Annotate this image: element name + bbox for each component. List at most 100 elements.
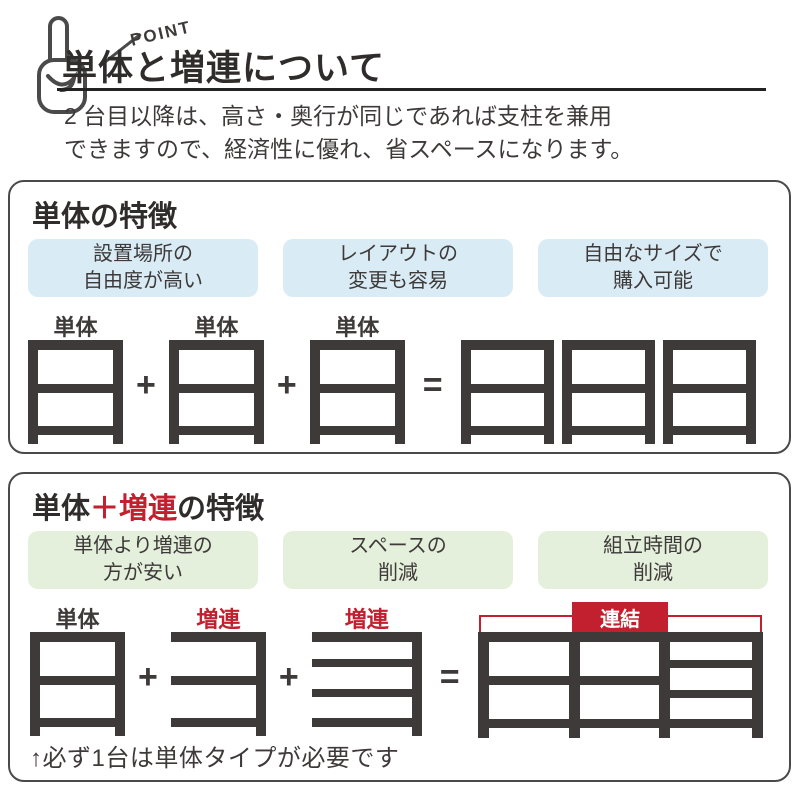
standalone-shelf-diagram <box>28 340 123 444</box>
addon-title-black-1: 単体 <box>32 493 91 525</box>
shelf-top-bar <box>28 340 123 350</box>
equals-operator: = <box>422 366 443 404</box>
standalone-section-title: 単体の特徴 <box>32 201 178 233</box>
shelf-post-3 <box>658 632 670 738</box>
shelf-top-bar <box>309 340 405 350</box>
shelf-right-post <box>543 340 554 444</box>
addon-title-black-2: の特徴 <box>177 493 265 525</box>
plus-operator: + <box>136 366 156 404</box>
shelf-middle-bar <box>30 676 125 685</box>
standalone-shelf-diagram <box>460 340 554 444</box>
standalone-result-group <box>460 340 756 444</box>
shelf-top-bar <box>311 632 422 642</box>
addon-title-red: ＋増連 <box>90 493 178 525</box>
plus-operator: + <box>278 658 299 696</box>
shelf-right-post <box>253 340 264 444</box>
unit-label: 増連 <box>344 607 389 632</box>
standalone-shelf-diagram <box>30 632 125 736</box>
link-badge: 連結 <box>572 602 669 633</box>
shelf-left-post <box>309 340 320 444</box>
feature-free-size-purchase: 自由なサイズで 購入可能 <box>538 239 768 297</box>
addon-shelf-diagram <box>170 632 266 736</box>
shelf-middle-bar <box>168 384 264 393</box>
shelf-bottom-bar <box>30 718 125 727</box>
combined-shelf-result: 連結 <box>477 602 763 738</box>
addon-shelf-diagram <box>311 632 422 736</box>
standalone-shelf-diagram <box>662 340 756 444</box>
shelf-left-post <box>460 340 471 444</box>
page-title: 単体と増連について <box>62 49 385 88</box>
feature-placement-freedom: 設置場所の 自由度が高い <box>28 239 258 297</box>
shelf-right-post <box>113 340 123 444</box>
shelf-bay3-upper-bar <box>658 660 763 668</box>
shelf-bottom-bar <box>168 426 264 435</box>
shelf-right-post <box>411 632 422 736</box>
unit-label: 単体 <box>335 315 380 340</box>
shelf-upper-middle-bar <box>311 659 422 667</box>
shelf-top-bar <box>561 340 655 350</box>
pointing-hand-icon <box>37 16 87 114</box>
shelf-bottom-bar <box>662 426 756 435</box>
shelf-middle-bar <box>561 384 655 393</box>
shelf-top-bar <box>30 632 125 642</box>
feature-assembly-time-saving: 組立時間の 削減 <box>538 531 768 589</box>
plus-operator: + <box>138 658 158 696</box>
plus-operator: + <box>276 366 297 404</box>
shelf-bottom-bar <box>460 426 554 435</box>
shelf-top-bar <box>662 340 756 350</box>
equals-operator: = <box>439 658 460 696</box>
shelf-top-bar <box>460 340 554 350</box>
shelf-lower-middle-bar <box>311 689 422 697</box>
shelf-right-post <box>115 632 125 736</box>
description-text: 2 台目以降は、高さ・奥行が同じであれば支柱を兼用 できますので、経済性に優れ、… <box>64 100 633 167</box>
feature-easy-layout-change: レイアウトの 変更も容易 <box>283 239 513 297</box>
combined-shelf-diagram <box>477 632 763 738</box>
standalone-section-panel: 単体の特徴 設置場所の 自由度が高い レイアウトの 変更も容易 自由なサイズで … <box>8 180 791 454</box>
standalone-shelf-diagram <box>309 340 405 444</box>
shelf-bottom-bar <box>477 719 763 728</box>
shelf-post-4 <box>751 632 763 738</box>
unit-label: 単体 <box>53 315 98 340</box>
shelf-left-post <box>561 340 572 444</box>
shelf-middle-bar <box>170 676 266 685</box>
shelf-right-post <box>745 340 756 444</box>
addon-equation-unit-standalone: 単体 <box>30 602 125 736</box>
addon-section-panel: 単体＋増連の特徴 単体より増連の 方が安い スペースの 削減 組立時間の 削減 … <box>8 472 791 782</box>
shelf-bottom-bar <box>309 426 405 435</box>
standalone-equation-diagram: 単体 + 単体 + 単体 <box>28 310 756 444</box>
description-line-1: 2 台目以降は、高さ・奥行が同じであれば支柱を兼用 <box>64 103 612 129</box>
standalone-unit-2: 単体 <box>168 310 264 444</box>
shelf-bottom-bar <box>28 426 123 435</box>
shelf-left-post <box>30 632 40 736</box>
standalone-shelf-diagram <box>561 340 655 444</box>
shelf-top-bar <box>168 340 264 350</box>
shelf-middle-bar <box>662 384 756 393</box>
shelf-right-post <box>394 340 405 444</box>
feature-space-saving: スペースの 削減 <box>283 531 513 589</box>
shelf-middle-bar <box>309 384 405 393</box>
shelf-left-post <box>168 340 179 444</box>
shelf-right-post <box>644 340 655 444</box>
unit-label: 単体 <box>55 607 100 632</box>
unit-label: 増連 <box>196 607 241 632</box>
shelf-bottom-bar <box>311 718 422 727</box>
standalone-unit-1: 単体 <box>28 310 123 444</box>
addon-equation-unit-addon-1: 増連 <box>170 602 266 736</box>
shelf-left-post <box>662 340 673 444</box>
shelf-post-2 <box>568 632 580 738</box>
addon-section-title: 単体＋増連の特徴 <box>32 485 264 527</box>
addon-feature-list: 単体より増連の 方が安い スペースの 削減 組立時間の 削減 <box>28 531 768 589</box>
shelf-bottom-bar <box>561 426 655 435</box>
shelf-bottom-bar <box>170 718 266 727</box>
shelf-right-post <box>255 632 266 736</box>
shelf-middle-bar <box>28 384 123 393</box>
title-underline <box>57 88 766 91</box>
feature-addon-cheaper: 単体より増連の 方が安い <box>28 531 258 589</box>
standalone-required-note: ↑必ず1台は単体タイプが必要です <box>30 745 400 772</box>
standalone-shelf-diagram <box>168 340 264 444</box>
shelf-bay3-lower-bar <box>658 690 763 698</box>
shelf-post-1 <box>477 632 489 738</box>
addon-equation-unit-addon-2: 増連 <box>311 602 422 736</box>
shelf-top-bar <box>170 632 266 642</box>
shelf-top-bar <box>477 632 763 642</box>
